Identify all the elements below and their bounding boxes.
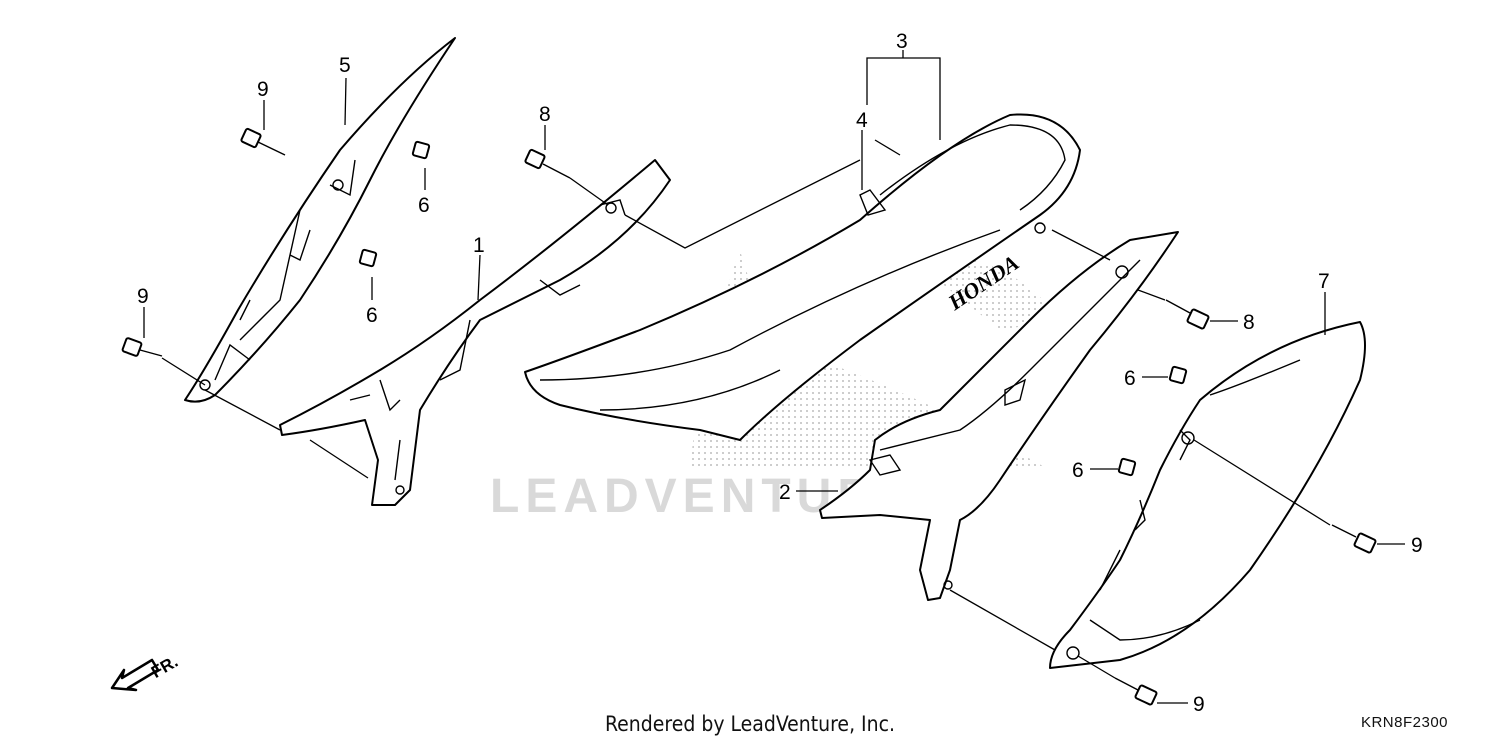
callout-3: 3: [896, 30, 908, 53]
bolt-9-right-bottom[interactable]: [1114, 677, 1158, 706]
part-5-left-shroud[interactable]: [184, 37, 456, 403]
bolt-9-right-mid[interactable]: [1331, 524, 1377, 554]
bolt-8-left[interactable]: [524, 148, 571, 179]
front-arrow: FR.: [110, 652, 181, 692]
callout-6c: 6: [1124, 367, 1136, 390]
callout-8a: 8: [539, 103, 551, 126]
assembly-lines: [161, 139, 1331, 679]
callout-2: 2: [779, 481, 791, 504]
nut-6-a[interactable]: [411, 140, 431, 160]
callout-1: 1: [473, 234, 485, 257]
callout-9a: 9: [257, 78, 269, 101]
diagram-code: KRN8F2300: [1360, 714, 1448, 731]
callout-6b: 6: [366, 304, 378, 327]
part-2-side-cover[interactable]: [819, 231, 1179, 601]
callout-9d: 9: [1193, 693, 1205, 716]
part-7-right-shroud[interactable]: [1049, 321, 1366, 669]
bolt-8-right[interactable]: [1165, 299, 1210, 330]
callout-8b: 8: [1243, 311, 1255, 334]
callout-6d: 6: [1072, 459, 1084, 482]
callout-6a: 6: [418, 194, 430, 217]
callout-4: 4: [856, 109, 868, 132]
nut-6-c[interactable]: [1168, 365, 1188, 385]
nut-6-d[interactable]: [1117, 457, 1137, 477]
leader-lines: [143, 50, 1405, 704]
bolt-9-lower-left[interactable]: [121, 337, 163, 357]
front-label: FR.: [148, 652, 181, 682]
part-1-frame-cover[interactable]: [279, 159, 671, 506]
callout-labels: 5 9 9 6 6 1 8 3 4 7 8 6 6 2 9 9: [137, 30, 1423, 716]
callout-7: 7: [1318, 270, 1330, 293]
callout-5: 5: [339, 54, 351, 77]
nut-6-b[interactable]: [358, 248, 378, 268]
footer-credit: Rendered by LeadVenture, Inc.: [605, 712, 895, 736]
callout-9b: 9: [137, 285, 149, 308]
bolt-9-upper-left[interactable]: [240, 127, 286, 156]
callout-9c: 9: [1411, 534, 1423, 557]
